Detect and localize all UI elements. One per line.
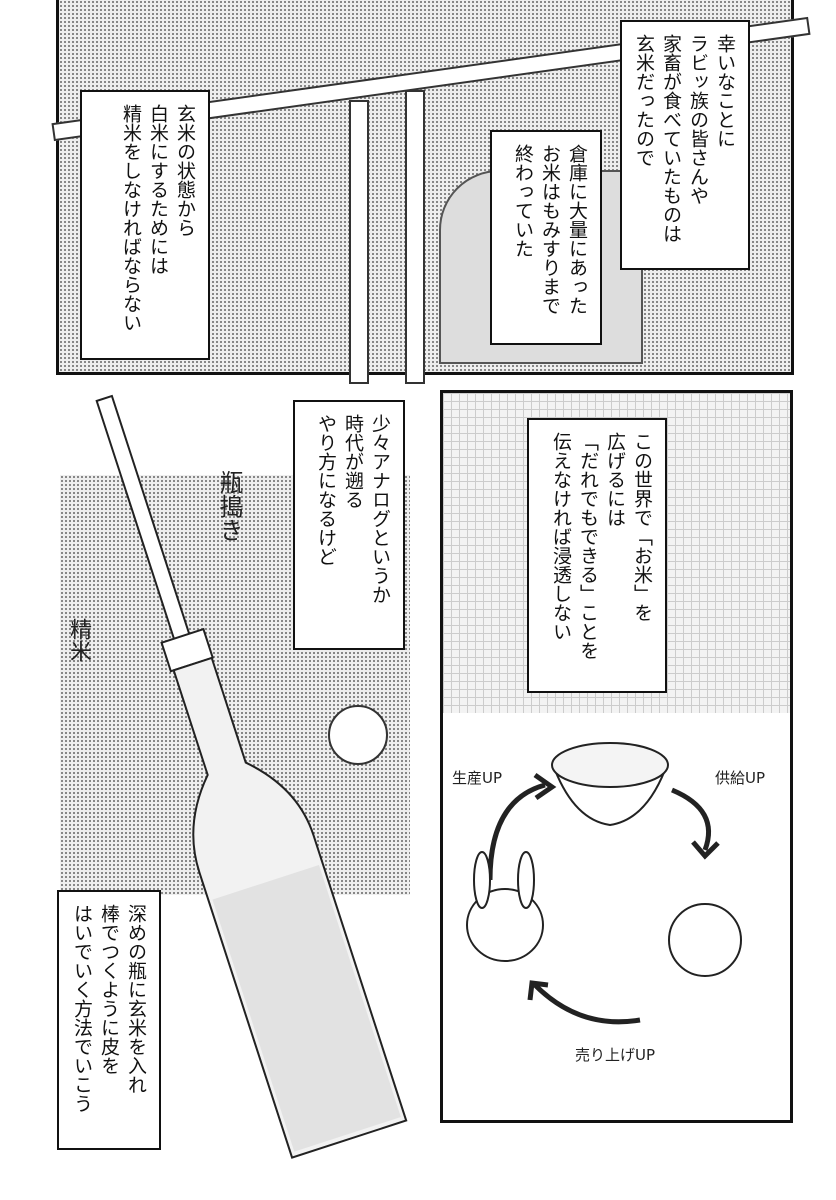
text-line: 深めの瓶に玄米を入れ [125, 904, 147, 1094]
text-line: 精米をしなければならない [120, 104, 142, 332]
text-line: ラビッ族の皆さんや [687, 34, 709, 205]
text-line: 倉庫に大量にあった [566, 144, 588, 315]
text-line: 棒でつくように皮を [98, 904, 120, 1075]
text-line: 伝えなければ浸透しない [550, 432, 572, 641]
narration-box-1: 幸いなことに ラビッ族の皆さんや 家畜が食べていたものは 玄米だったので [620, 20, 750, 270]
text-line: 幸いなことに [714, 34, 736, 148]
text-line: お米はもみすりまで [539, 144, 561, 315]
narration-box-2: 倉庫に大量にあった お米はもみすりまで 終わっていた [490, 130, 602, 345]
text-line: 玄米の状態から [174, 104, 196, 237]
narration-box-5: この世界で「お米」を 広げるには 「だれでもできる」ことを 伝えなければ浸透しな… [527, 418, 667, 693]
label-sales-up: 売り上げUP [574, 1046, 656, 1064]
support-post [349, 100, 369, 384]
text-line: 少々アナログというか [369, 414, 391, 604]
narration-box-3: 玄米の状態から 白米にするためには 精米をしなければならない [80, 90, 210, 360]
text-line: 「だれでもできる」ことを [577, 432, 599, 660]
narration-box-4: 少々アナログというか 時代が遡る やり方になるけど [293, 400, 405, 650]
label-production-up: 生産UP [452, 769, 503, 787]
brown-rice [212, 864, 401, 1152]
text-line: 時代が遡る [342, 414, 364, 509]
text-line: 終わっていた [512, 144, 534, 258]
text-line: やり方になるけど [315, 414, 337, 566]
text-line: はいでいく方法でいこう [71, 904, 93, 1113]
arrow-icon [487, 782, 546, 881]
narration-box-6: 深めの瓶に玄米を入れ 棒でつくように皮を はいでいく方法でいこう [57, 890, 161, 1150]
sfx-bottle-pounding: 瓶搗き [215, 470, 243, 542]
character-head [328, 705, 388, 765]
text-line: 広げるには [604, 432, 626, 527]
arrow-icon [533, 983, 641, 1025]
arrow-icon [671, 787, 711, 851]
text-line: 白米にするためには [147, 104, 169, 275]
text-line: 玄米だったので [633, 34, 655, 167]
rice-icon [551, 742, 669, 788]
character-eating-icon [668, 903, 742, 977]
support-post [405, 90, 425, 384]
text-line: 家畜が食べていたものは [660, 34, 682, 243]
text-line: この世界で「お米」を [631, 432, 653, 622]
sfx-rice-polishing: 精米 [66, 618, 91, 662]
label-supply-up: 供給UP [715, 769, 766, 787]
